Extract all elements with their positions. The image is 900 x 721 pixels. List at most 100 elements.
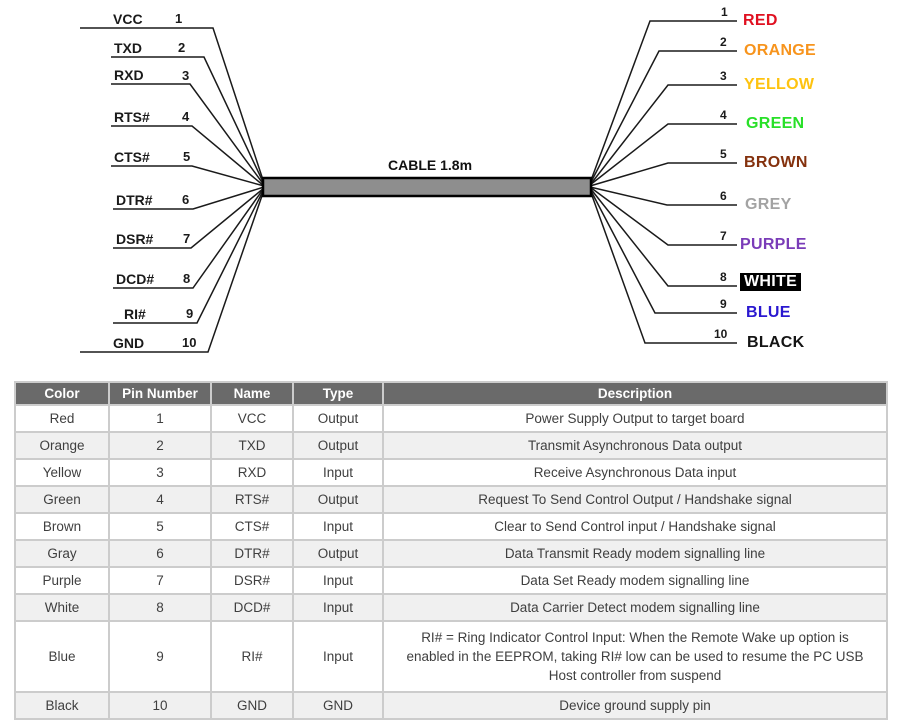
wire-color-label-orange: ORANGE bbox=[744, 42, 817, 59]
left-pin-number-6: 6 bbox=[182, 192, 190, 207]
cell-description: Data Carrier Detect modem signalling lin… bbox=[382, 593, 888, 622]
cell-description: Transmit Asynchronous Data output bbox=[382, 431, 888, 460]
wire-right-8 bbox=[589, 187, 737, 287]
cell-name: RXD bbox=[210, 458, 294, 487]
right-pin-number-7: 7 bbox=[720, 229, 727, 243]
header-description: Description bbox=[382, 381, 888, 406]
wire-right-4 bbox=[589, 123, 737, 186]
table-row: Yellow 3 RXD Input Receive Asynchronous … bbox=[14, 458, 888, 487]
cell-type: Input bbox=[292, 620, 384, 693]
table-row: Blue 9 RI# Input RI# = Ring Indicator Co… bbox=[14, 620, 888, 693]
left-pin-name-dsr: DSR# bbox=[116, 231, 154, 247]
cell-name: TXD bbox=[210, 431, 294, 460]
left-pin-number-8: 8 bbox=[183, 271, 191, 286]
cell-name: DTR# bbox=[210, 539, 294, 568]
wire-right-3 bbox=[589, 84, 737, 186]
table-row: Green 4 RTS# Output Request To Send Cont… bbox=[14, 485, 888, 514]
right-pin-number-6: 6 bbox=[720, 189, 727, 203]
cell-name: CTS# bbox=[210, 512, 294, 541]
wire-color-label-blue: BLUE bbox=[746, 304, 791, 321]
wire-color-label-green: GREEN bbox=[746, 115, 805, 132]
cell-color: Gray bbox=[14, 539, 110, 568]
cell-description: Device ground supply pin bbox=[382, 691, 888, 720]
left-pin-name-cts: CTS# bbox=[114, 149, 150, 165]
cell-pin-number: 2 bbox=[108, 431, 212, 460]
wire-left-5 bbox=[111, 165, 265, 187]
cell-name: DSR# bbox=[210, 566, 294, 595]
wire-left-7 bbox=[113, 187, 265, 249]
cell-color: Brown bbox=[14, 512, 110, 541]
header-name: Name bbox=[210, 381, 294, 406]
pin-description-table: Color Pin Number Name Type Description R… bbox=[14, 381, 888, 720]
cell-pin-number: 7 bbox=[108, 566, 212, 595]
cell-pin-number: 4 bbox=[108, 485, 212, 514]
wire-color-label-purple: PURPLE bbox=[740, 236, 807, 253]
left-pin-number-1: 1 bbox=[175, 11, 183, 26]
left-pin-name-dcd: DCD# bbox=[116, 271, 155, 287]
wire-color-label-yellow: YELLOW bbox=[744, 76, 815, 93]
left-pin-number-3: 3 bbox=[182, 68, 190, 83]
right-pin-number-2: 2 bbox=[720, 35, 727, 49]
wire-left-2 bbox=[111, 56, 265, 185]
left-pin-name-rxd: RXD bbox=[114, 67, 144, 83]
cell-type: Output bbox=[292, 431, 384, 460]
cell-color: White bbox=[14, 593, 110, 622]
right-pin-number-4: 4 bbox=[720, 108, 727, 122]
cell-pin-number: 1 bbox=[108, 404, 212, 433]
wire-right-9 bbox=[589, 188, 737, 314]
left-pin-name-vcc: VCC bbox=[113, 11, 143, 27]
header-color: Color bbox=[14, 381, 110, 406]
cable-label: CABLE 1.8m bbox=[388, 157, 473, 173]
cell-description: Request To Send Control Output / Handsha… bbox=[382, 485, 888, 514]
wire-right-10 bbox=[589, 189, 737, 344]
wire-left-8 bbox=[113, 187, 265, 289]
wire-left-6 bbox=[113, 186, 265, 210]
table-row: Black 10 GND GND Device ground supply pi… bbox=[14, 691, 888, 720]
cell-color: Red bbox=[14, 404, 110, 433]
cell-type: Output bbox=[292, 404, 384, 433]
left-pin-name-ri: RI# bbox=[124, 306, 146, 322]
cell-pin-number: 3 bbox=[108, 458, 212, 487]
cell-name: RTS# bbox=[210, 485, 294, 514]
right-pin-number-8: 8 bbox=[720, 270, 727, 284]
cable-body bbox=[261, 176, 593, 198]
wire-right-7 bbox=[589, 186, 737, 246]
table-row: White 8 DCD# Input Data Carrier Detect m… bbox=[14, 593, 888, 622]
cell-pin-number: 10 bbox=[108, 691, 212, 720]
table-row: Red 1 VCC Output Power Supply Output to … bbox=[14, 404, 888, 433]
cell-type: Input bbox=[292, 458, 384, 487]
cell-pin-number: 9 bbox=[108, 620, 212, 693]
wire-color-label-black: BLACK bbox=[747, 334, 805, 351]
wire-left-3 bbox=[111, 83, 265, 186]
left-pin-number-2: 2 bbox=[178, 40, 186, 55]
table-row: Purple 7 DSR# Input Data Set Ready modem… bbox=[14, 566, 888, 595]
wiring-lines-graphic bbox=[80, 20, 737, 353]
right-pin-number-9: 9 bbox=[720, 297, 727, 311]
wire-right-5 bbox=[589, 162, 737, 187]
right-pin-number-1: 1 bbox=[721, 5, 728, 19]
header-type: Type bbox=[292, 381, 384, 406]
wire-left-10 bbox=[80, 189, 265, 353]
wire-right-1 bbox=[589, 20, 737, 184]
cell-description: Data Transmit Ready modem signalling lin… bbox=[382, 539, 888, 568]
cell-name: VCC bbox=[210, 404, 294, 433]
left-pin-name-gnd: GND bbox=[113, 335, 145, 351]
cell-name: RI# bbox=[210, 620, 294, 693]
left-pin-number-9: 9 bbox=[186, 306, 194, 321]
cell-color: Orange bbox=[14, 431, 110, 460]
right-pin-number-10: 10 bbox=[714, 327, 728, 341]
cell-pin-number: 5 bbox=[108, 512, 212, 541]
cell-description: Data Set Ready modem signalling line bbox=[382, 566, 888, 595]
wire-left-1 bbox=[80, 27, 265, 184]
cell-description: Receive Asynchronous Data input bbox=[382, 458, 888, 487]
wire-right-2 bbox=[589, 50, 737, 185]
left-pin-name-txd: TXD bbox=[114, 40, 142, 56]
cell-description: Power Supply Output to target board bbox=[382, 404, 888, 433]
cell-type: Input bbox=[292, 593, 384, 622]
wire-left-4 bbox=[111, 125, 265, 187]
cell-type: GND bbox=[292, 691, 384, 720]
cable-wiring-diagram: CABLE 1.8m VCC TXD RXD RTS# CTS# DTR# DS… bbox=[80, 5, 817, 353]
wire-right-6 bbox=[589, 186, 737, 206]
cell-type: Output bbox=[292, 539, 384, 568]
wire-color-label-grey: GREY bbox=[745, 196, 792, 213]
